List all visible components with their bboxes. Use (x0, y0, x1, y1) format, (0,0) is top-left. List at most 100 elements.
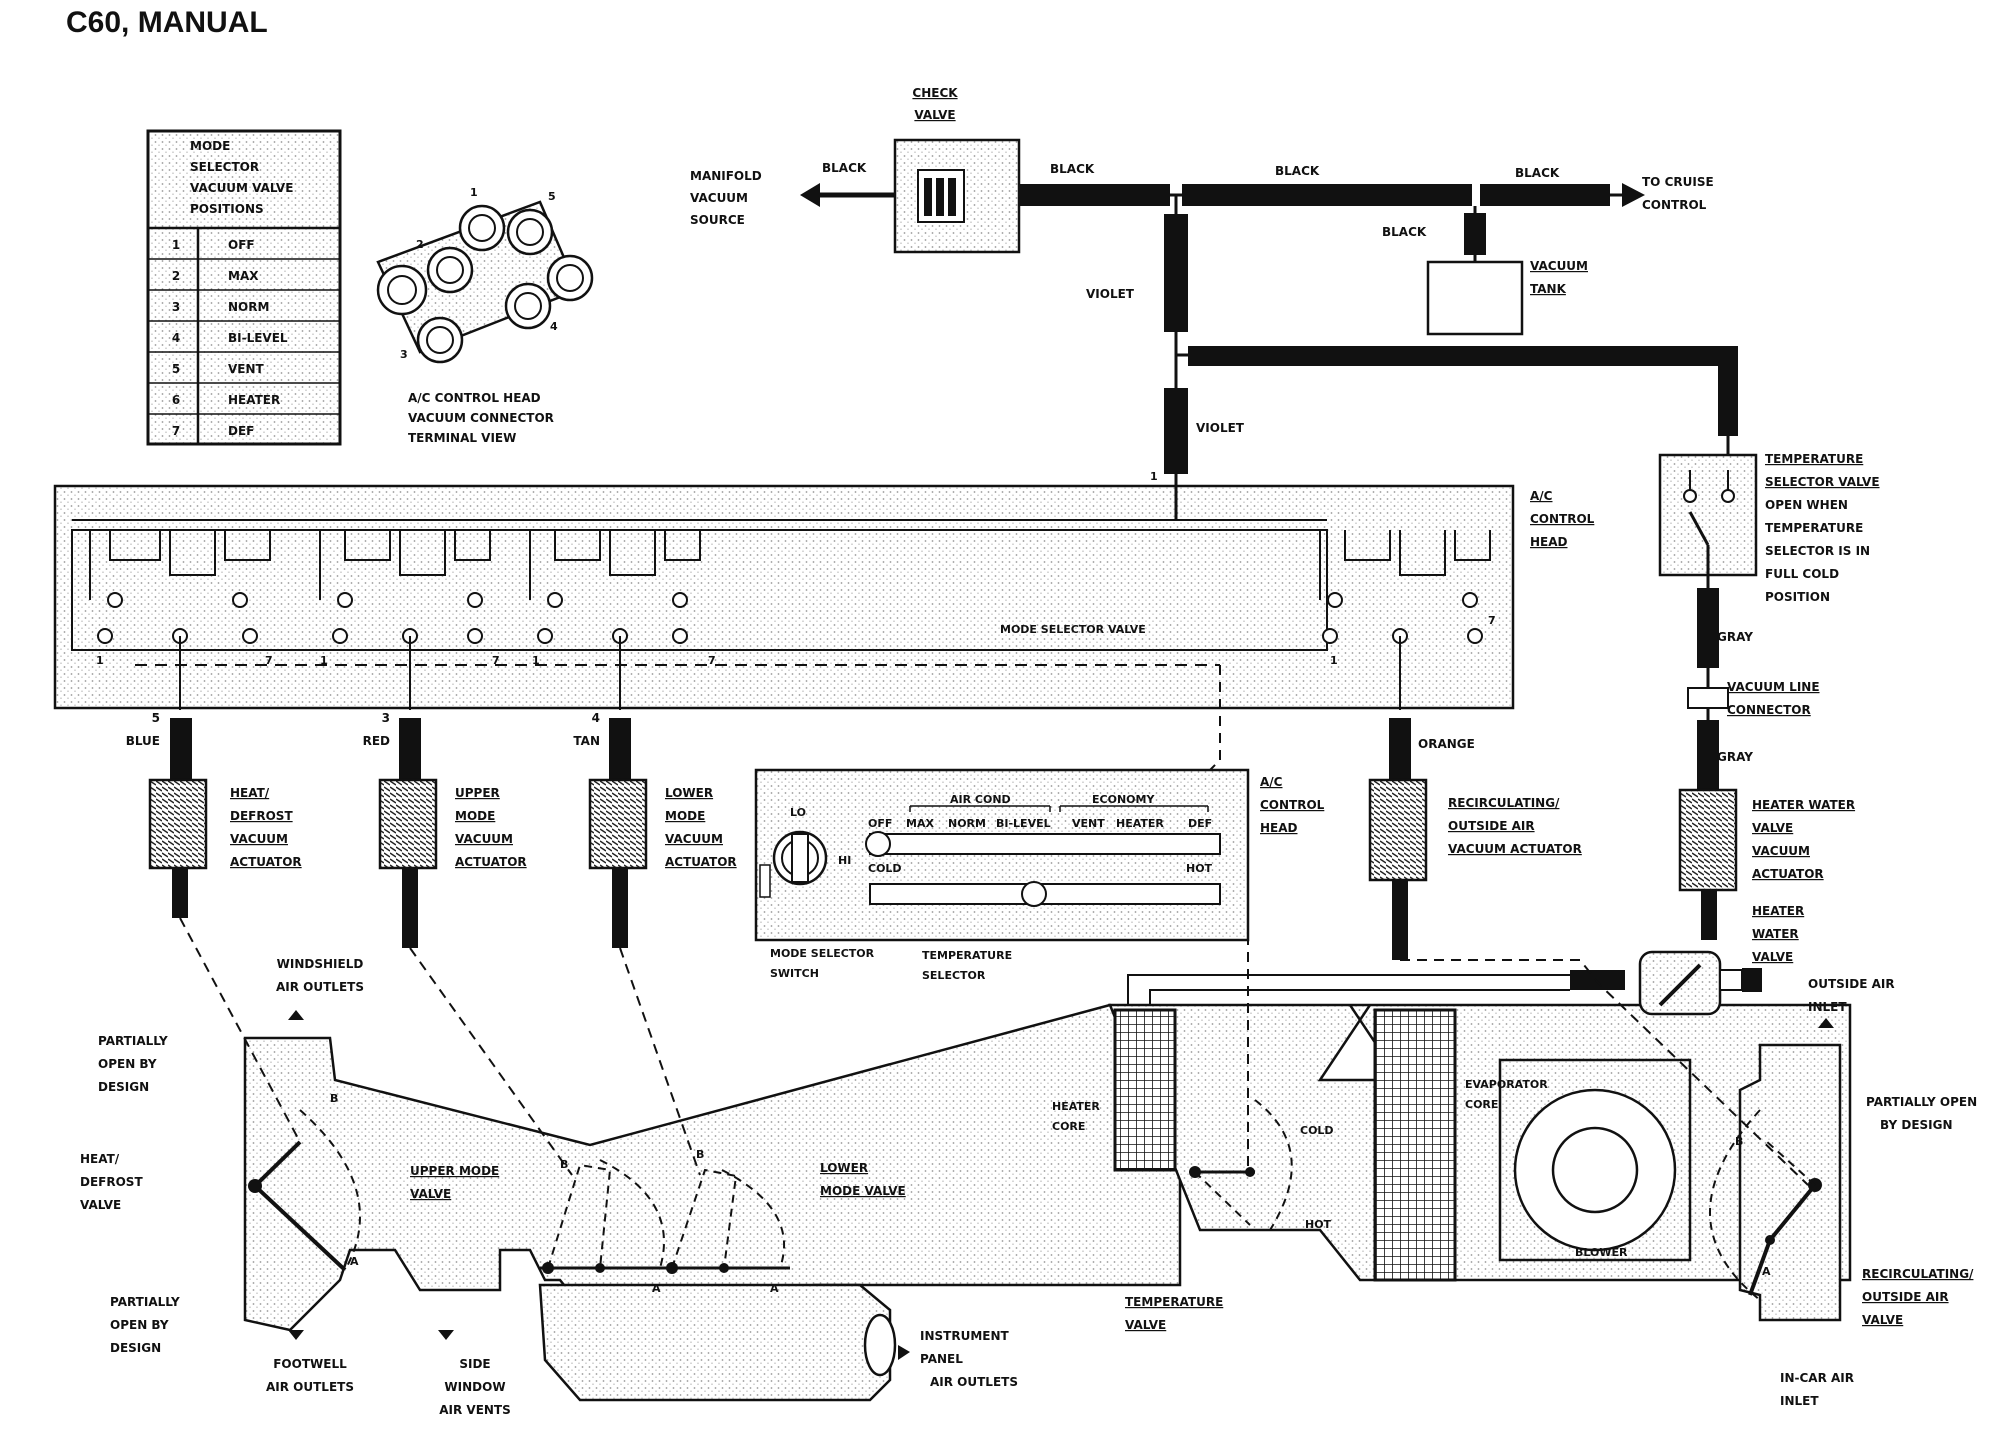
hose-color-label: BLACK (1275, 164, 1320, 178)
actuator-label: DEFROST (230, 809, 293, 823)
partial-open-label: OPEN BY (110, 1318, 169, 1332)
instrument-label: PANEL (920, 1352, 963, 1366)
table-header-line: POSITIONS (190, 202, 264, 216)
in-car-label: IN-CAR AIR (1780, 1371, 1854, 1385)
flap-label: B (696, 1148, 704, 1161)
footwell-label: FOOTWELL (273, 1357, 347, 1371)
mode-selector-valve-housing (53, 484, 1515, 710)
temp-valve-label: SELECTOR VALVE (1765, 475, 1880, 489)
mode-label: NORM (948, 817, 986, 830)
hose-color-label: BLUE (126, 734, 160, 748)
temp-selector-label: TEMPERATURE (922, 949, 1012, 962)
lower-mode-valve-label: LOWER (820, 1161, 868, 1175)
in-car-label: INLET (1780, 1394, 1819, 1408)
temp-valve-label: OPEN WHEN (1765, 498, 1848, 512)
fan-hi-label: HI (838, 854, 851, 867)
hose-color-label: BLACK (1515, 166, 1560, 180)
actuator-label: MODE (455, 809, 495, 823)
mode-label: OFF (868, 817, 892, 830)
temp-valve-label: TEMPERATURE (1765, 452, 1863, 466)
instrument-label: AIR OUTLETS (930, 1375, 1018, 1389)
manifold-label: SOURCE (690, 213, 745, 227)
vacuum-line-connector (1687, 687, 1729, 709)
heater-core-label: CORE (1052, 1120, 1085, 1133)
mode-label: MAX (906, 817, 934, 830)
hose-color-label: ORANGE (1418, 737, 1475, 751)
control-head-label: CONTROL (1260, 798, 1325, 812)
mode-label: DEF (1188, 817, 1212, 830)
side-window-label: SIDE (459, 1357, 490, 1371)
partial-open-label: PARTIALLY OPEN (1866, 1095, 1977, 1109)
vacuum-tank (1426, 260, 1524, 336)
port-number: 3 (382, 711, 390, 725)
line-connector-label: VACUUM LINE (1727, 680, 1820, 694)
table-name: HEATER (228, 393, 280, 407)
air-duct-left (243, 1003, 1182, 1402)
actuator-lower-mode (588, 718, 648, 948)
valve-group (319, 530, 491, 710)
connector-caption: A/C CONTROL HEAD (408, 391, 541, 405)
hose-color-label: VIOLET (1086, 287, 1135, 301)
actuator-label: ACTUATOR (230, 855, 302, 869)
actuator-label: OUTSIDE AIR (1448, 819, 1535, 833)
vacuum-tank-label: VACUUM (1530, 259, 1588, 273)
flap-label: B (560, 1158, 568, 1171)
table-header-line: SELECTOR (190, 160, 259, 174)
table-num: 3 (172, 300, 180, 314)
port-number: 7 (708, 654, 716, 667)
actuator-heater-water (1678, 788, 1738, 940)
recirc-valve-label: OUTSIDE AIR (1862, 1290, 1949, 1304)
hose-color-label: GRAY (1717, 750, 1753, 764)
mode-positions-table: MODE SELECTOR VACUUM VALVE POSITIONS 1 O… (146, 129, 342, 446)
temp-valve-label: SELECTOR IS IN (1765, 544, 1870, 558)
check-valve-label: CHECK (912, 86, 958, 100)
vacuum-linkage-lines (179, 665, 1809, 1186)
manifold-label: MANIFOLD (690, 169, 762, 183)
partial-open-label: PARTIALLY (98, 1034, 168, 1048)
ac-control-head-label: A/C (1530, 489, 1553, 503)
heater-water-valve-label: HEATER (1752, 904, 1804, 918)
temperature-selector-valve (1658, 453, 1758, 790)
cruise-label: TO CRUISE (1642, 175, 1714, 189)
mode-label: BI-LEVEL (996, 817, 1051, 830)
mode-switch-label: SWITCH (770, 967, 819, 980)
actuator-recirc (1368, 718, 1428, 960)
temperature-valve-label: VALVE (1125, 1318, 1166, 1332)
vacuum-supply-lines (800, 138, 1738, 486)
flap-label: A (652, 1282, 661, 1295)
cold-label: COLD (868, 862, 902, 875)
temperature-selector-knob[interactable] (1021, 881, 1047, 907)
table-header-line: VACUUM VALVE (190, 181, 293, 195)
actuator-label: UPPER (455, 786, 500, 800)
actuator-upper-mode (378, 718, 438, 948)
hot-label: HOT (1305, 1218, 1332, 1231)
table-name: BI-LEVEL (228, 331, 288, 345)
hose-color-label: TAN (573, 734, 600, 748)
heater-core-label: HEATER (1052, 1100, 1100, 1113)
connector-pin-label: 5 (548, 190, 556, 203)
recirc-valve-label: VALVE (1862, 1313, 1903, 1327)
heater-water-valve-label: VALVE (1752, 950, 1793, 964)
vacuum-tank-label: TANK (1530, 282, 1567, 296)
connector-pin-label: 1 (470, 186, 478, 199)
manifold-label: VACUUM (690, 191, 748, 205)
mode-selector-knob[interactable] (865, 831, 891, 857)
temp-valve-label: POSITION (1765, 590, 1830, 604)
port-number: 7 (1488, 614, 1496, 627)
air-cond-label: AIR COND (950, 793, 1011, 806)
instrument-label: INSTRUMENT (920, 1329, 1010, 1343)
table-name: OFF (228, 238, 255, 252)
temp-valve-label: TEMPERATURE (1765, 521, 1863, 535)
actuator-label: RECIRCULATING/ (1448, 796, 1560, 810)
table-num: 2 (172, 269, 180, 283)
port-number: 4 (592, 711, 600, 725)
hose-color-label: BLACK (822, 161, 867, 175)
actuator-label: ACTUATOR (1752, 867, 1824, 881)
connector-caption: VACUUM CONNECTOR (408, 411, 554, 425)
hot-label: HOT (1186, 862, 1213, 875)
actuator-label: HEATER WATER (1752, 798, 1855, 812)
port-number: 1 (532, 654, 540, 667)
economy-label: ECONOMY (1092, 793, 1155, 806)
hose-color-label: GRAY (1717, 630, 1753, 644)
evaporator-core (1373, 1008, 1457, 1282)
